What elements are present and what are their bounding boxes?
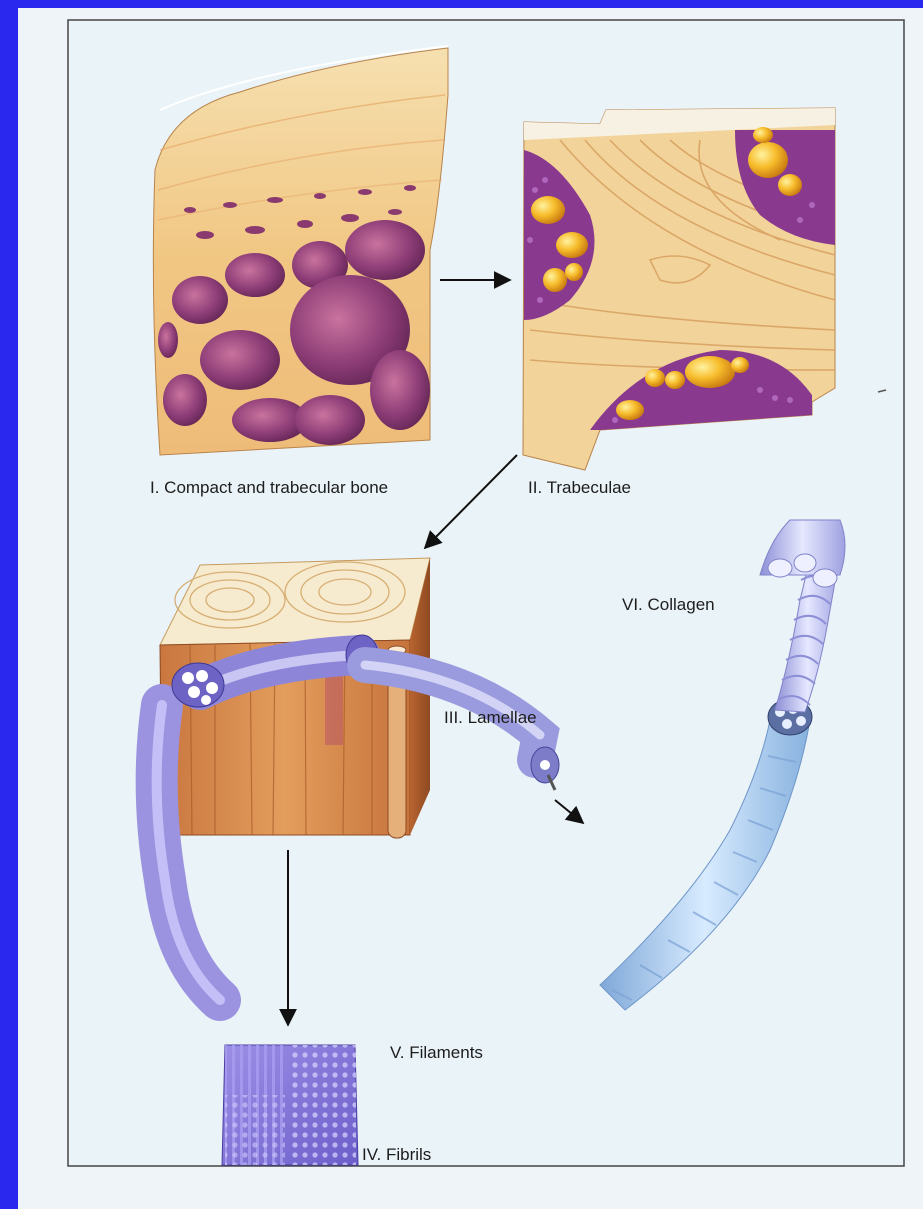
trabeculae-block <box>523 108 835 470</box>
label-trabeculae: II. Trabeculae <box>528 478 631 498</box>
label-fibrils: IV. Fibrils <box>362 1145 431 1165</box>
label-compact-bone: I. Compact and trabecular bone <box>150 478 388 498</box>
label-filaments: V. Filaments <box>390 1043 483 1063</box>
label-collagen: VI. Collagen <box>622 595 715 615</box>
label-lamellae: III. Lamellae <box>444 708 537 728</box>
